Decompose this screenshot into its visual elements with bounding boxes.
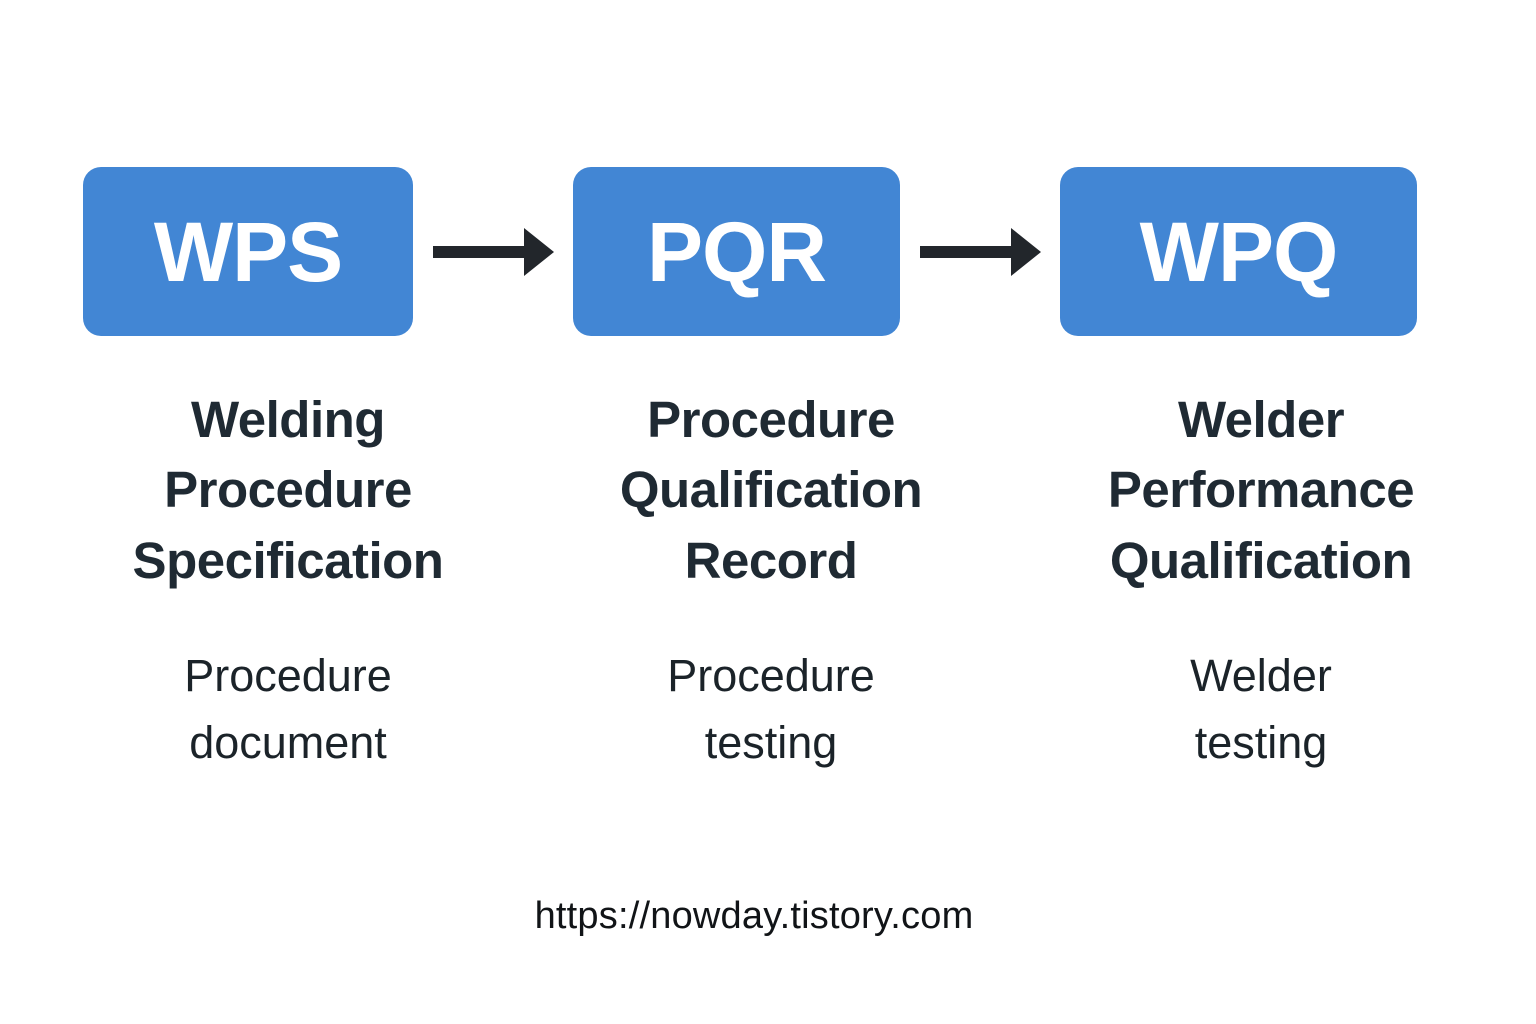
caption-subtitle-row: Procedure document Procedure testing Wel…: [40, 643, 1496, 776]
arrow-right-icon-2: [919, 227, 1041, 276]
caption-column-pqr: Procedure Qualification Record: [566, 385, 976, 596]
caption-title-pqr: Procedure Qualification Record: [619, 391, 923, 589]
caption-title-wps: Welding Procedure Specification: [132, 391, 444, 589]
subtitle-column-wps: Procedure document: [83, 643, 493, 776]
footer-url-text: https://nowday.tistory.com: [534, 895, 974, 937]
node-label-pqr: PQR: [646, 204, 827, 299]
node-label-wps: WPS: [153, 204, 343, 299]
flow-row: WPS PQR WPQ: [83, 167, 1417, 336]
caption-subtitle-pqr: Procedure testing: [667, 650, 875, 768]
caption-column-wps: Welding Procedure Specification: [83, 385, 493, 596]
node-label-wpq: WPQ: [1139, 204, 1339, 299]
node-box-pqr[interactable]: PQR: [573, 167, 900, 336]
subtitle-column-pqr: Procedure testing: [566, 643, 976, 776]
caption-title-row: Welding Procedure Specification Procedur…: [40, 385, 1496, 596]
caption-subtitle-wpq: Welder testing: [1190, 650, 1332, 768]
caption-column-wpq: Welder Performance Qualification: [1056, 385, 1466, 596]
arrow-right-icon-1: [432, 227, 554, 276]
caption-subtitle-wps: Procedure document: [184, 650, 392, 768]
node-box-wpq[interactable]: WPQ: [1060, 167, 1417, 336]
node-box-wps[interactable]: WPS: [83, 167, 413, 336]
footer-url: https://nowday.tistory.com: [0, 895, 1536, 938]
subtitle-column-wpq: Welder testing: [1056, 643, 1466, 776]
caption-title-wpq: Welder Performance Qualification: [1107, 391, 1415, 589]
